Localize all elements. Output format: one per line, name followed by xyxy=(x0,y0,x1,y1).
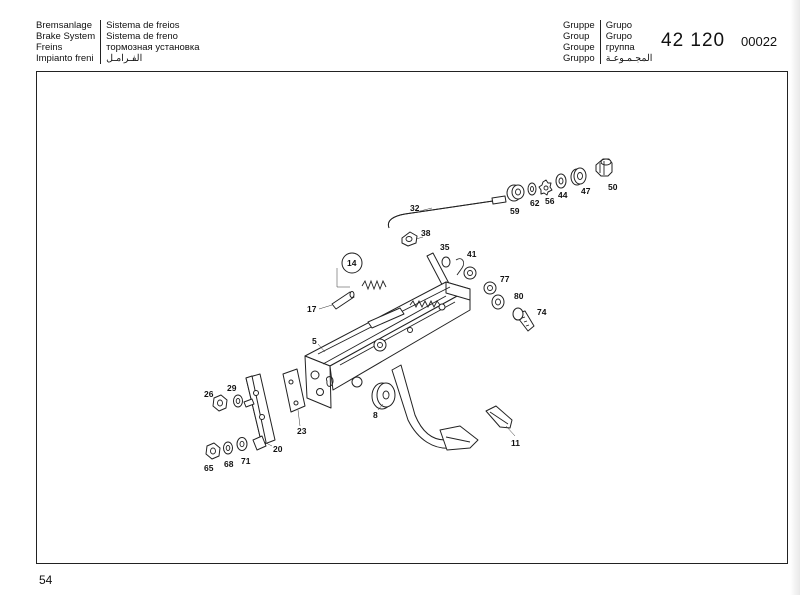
group-fr: Groupe xyxy=(563,42,595,53)
page-number: 54 xyxy=(39,573,53,587)
part-32-brake-rod xyxy=(387,195,507,229)
callout-14: 14 xyxy=(347,258,357,268)
title-column-right: Sistema de freios Sistema de freno тормо… xyxy=(106,20,199,64)
part-20-mounting-bracket xyxy=(243,373,276,451)
callout-35: 35 xyxy=(440,242,450,252)
callout-38: 38 xyxy=(421,228,431,238)
callout-56: 56 xyxy=(545,196,555,206)
callout-74: 74 xyxy=(537,307,547,317)
part-38-clip xyxy=(401,231,418,247)
callout-77: 77 xyxy=(500,274,510,284)
callout-44: 44 xyxy=(558,190,568,200)
group-ru: группа xyxy=(605,42,635,53)
title-es: Sistema de freno xyxy=(106,31,178,42)
callout-17: 17 xyxy=(307,304,317,314)
group-it: Gruppo xyxy=(563,53,595,64)
callout-68: 68 xyxy=(224,459,234,469)
group-column-right: Grupo Grupo группа المجـمـوعـة xyxy=(606,20,653,64)
group-es: Grupo xyxy=(605,31,633,42)
callout-71: 71 xyxy=(241,456,251,466)
title-it: Impianto freni xyxy=(36,53,94,64)
title-column-left: Bremsanlage Brake System Freins Impianto… xyxy=(36,20,95,64)
callout-20: 20 xyxy=(273,444,283,454)
part-62-washer xyxy=(527,182,537,196)
group-en: Group xyxy=(563,31,590,42)
part-71-washer xyxy=(236,437,248,451)
group-de: Gruppe xyxy=(563,20,595,31)
group-ar: المجـمـوعـة xyxy=(605,53,653,64)
title-fr: Freins xyxy=(36,42,63,53)
callout-65: 65 xyxy=(204,463,214,473)
group-pt: Grupo xyxy=(605,20,633,31)
part-65-nut xyxy=(205,442,221,460)
part-14-spring-assembly xyxy=(336,252,387,291)
callout-62: 62 xyxy=(530,198,540,208)
part-23-spacer-plate xyxy=(282,368,306,413)
title-ar: الفـرامـل xyxy=(106,53,143,64)
title-en: Brake System xyxy=(36,31,96,42)
part-74-bolt xyxy=(512,307,535,332)
callout-11: 11 xyxy=(511,438,520,448)
callout-labels: 32 59 62 56 44 47 50 38 35 41 14 77 80 7… xyxy=(204,182,618,473)
part-29-washer xyxy=(233,394,243,408)
title-pt: Sistema de freios xyxy=(106,20,180,31)
title-ru: тормозная установка xyxy=(106,42,200,53)
part-47-bushing xyxy=(570,167,587,186)
callout-80: 80 xyxy=(514,291,524,301)
callout-50: 50 xyxy=(608,182,618,192)
diagram-frame xyxy=(36,71,788,564)
callout-8: 8 xyxy=(373,410,378,420)
callout-29: 29 xyxy=(227,383,237,393)
part-8-pedal-arm xyxy=(371,364,479,451)
group-column-left: Gruppe Group Groupe Gruppo xyxy=(563,20,595,64)
part-77-washer xyxy=(483,281,497,295)
callout-47: 47 xyxy=(581,186,591,196)
group-number: 42 120 xyxy=(661,30,726,51)
part-50-adjusting-knob xyxy=(595,158,613,177)
part-68-washer xyxy=(223,441,233,455)
callout-23: 23 xyxy=(297,426,307,436)
part-26-nut xyxy=(212,394,228,412)
header-divider xyxy=(100,20,102,64)
part-56-lock-washer xyxy=(538,179,553,196)
group-divider xyxy=(599,20,601,64)
header-group: Gruppe Group Groupe Gruppo Grupo Grupo г… xyxy=(563,20,652,64)
callout-leaders xyxy=(265,207,516,447)
callout-5: 5 xyxy=(312,336,317,346)
page-edge-shadow xyxy=(790,0,800,595)
part-59-nut xyxy=(506,184,525,202)
part-5-pedal-bracket xyxy=(304,281,471,409)
header-titles: Bremsanlage Brake System Freins Impianto… xyxy=(36,20,199,64)
title-de: Bremsanlage xyxy=(36,20,92,31)
part-11-pedal-pad xyxy=(485,405,513,429)
page-code: 00022 xyxy=(741,34,778,49)
callout-32: 32 xyxy=(410,203,420,213)
callout-41: 41 xyxy=(467,249,477,259)
part-44-washer xyxy=(555,173,567,189)
callout-26: 26 xyxy=(204,389,214,399)
part-41-spring-clip xyxy=(455,258,477,280)
part-80-bushing xyxy=(491,294,505,310)
callout-59: 59 xyxy=(510,206,520,216)
part-17-pin xyxy=(331,291,355,310)
